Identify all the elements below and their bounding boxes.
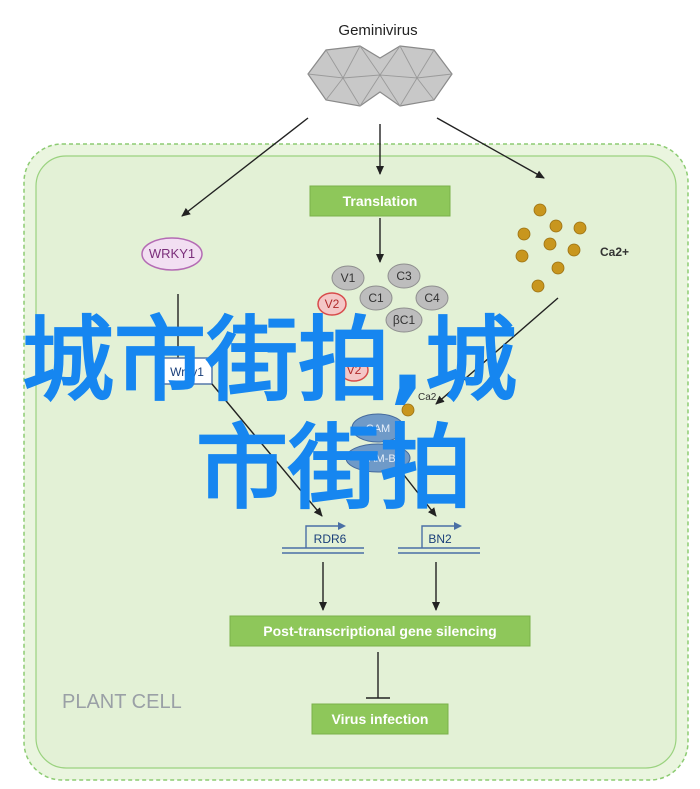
protein-c4 (415, 285, 449, 311)
gene-bn2: BN2 (398, 522, 480, 554)
cam-b-label: CAM-B (360, 453, 395, 465)
arrow-virus-to-wrky (181, 117, 309, 217)
protein-v1 (331, 265, 365, 291)
protein-bc1 (385, 307, 423, 333)
protein-v2-top-label: V2 (325, 297, 340, 311)
protein-c3 (387, 263, 421, 289)
translation-label: Translation (343, 193, 418, 209)
translation-box: Translation (309, 185, 451, 217)
calcium-small-label: Ca2 (418, 392, 437, 403)
arrow-wrky-to-rdr6 (211, 383, 323, 517)
viral-protein-cluster: V1 C3 V2 C1 C4 βC1 V2 (317, 263, 449, 382)
arrow-cam-to-bn2 (399, 469, 437, 517)
gene-rdr6: RDR6 (282, 522, 364, 554)
virus-title: Geminivirus (338, 22, 417, 39)
protein-bc1-label: βC1 (393, 313, 416, 327)
ptgs-box: Post-transcriptional gene silencing (229, 615, 531, 647)
protein-c4-label: C4 (424, 291, 440, 305)
overlay-watermark-line1: 城市街拍,城 (22, 307, 517, 414)
wrky1-node: WRKY1 (141, 237, 203, 271)
plant-cell-label: PLANT CELL (62, 691, 182, 713)
protein-v2-mid (339, 358, 369, 382)
protein-v2-mid-label: V2 (347, 363, 362, 377)
arrow-calcium-to-cam (435, 297, 559, 405)
protein-c1-label: C1 (368, 291, 384, 305)
calcium-ions (401, 203, 587, 417)
wrky1-gene-label: Wrky1 (170, 365, 204, 379)
protein-c3-label: C3 (396, 269, 412, 283)
cam-b-node: CAM-B (345, 443, 411, 473)
virus-infection-box: Virus infection (311, 703, 449, 735)
cam-node: CAM (351, 413, 405, 443)
virus-infection-label: Virus infection (332, 711, 429, 727)
gene-bn2-label: BN2 (428, 532, 452, 546)
arrow-virus-to-calcium (436, 117, 545, 179)
ptgs-label: Post-transcriptional gene silencing (263, 623, 496, 639)
wrky1-gene-box: Wrky1 (161, 357, 213, 385)
wrky1-label: WRKY1 (149, 246, 195, 261)
cam-label: CAM (366, 423, 390, 435)
gene-rdr6-label: RDR6 (314, 532, 347, 546)
protein-v1-label: V1 (341, 271, 356, 285)
geminivirus-capsid-icon (307, 45, 453, 107)
protein-v2-top (317, 292, 347, 316)
protein-c1 (359, 285, 393, 311)
overlay-watermark-line2: 市街拍 (196, 415, 472, 522)
calcium-label: Ca2+ (600, 245, 629, 259)
